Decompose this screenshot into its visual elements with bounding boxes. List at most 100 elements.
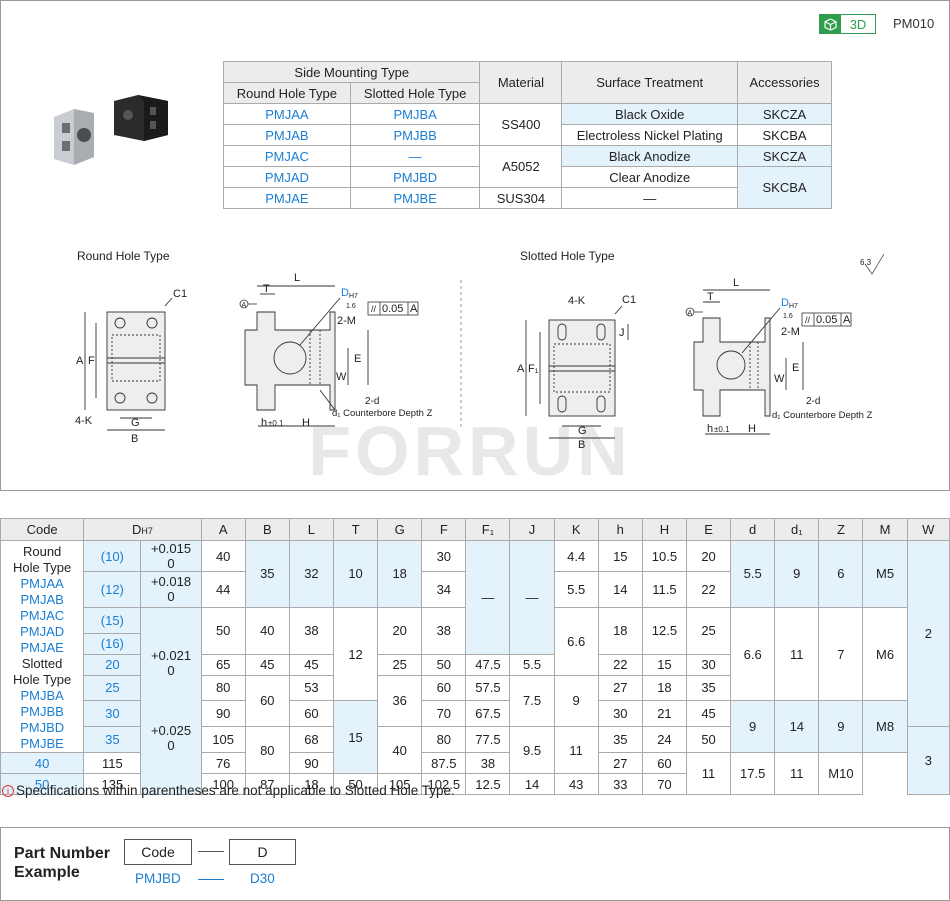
hdr-W: W: [906, 518, 950, 541]
hdr-T: T: [332, 518, 379, 541]
t-value: 15: [332, 700, 379, 774]
code-link-pmjbb[interactable]: PMJBB: [20, 704, 64, 719]
datum-marker-slot: A: [685, 307, 703, 317]
table-row: (15) +0.021 0+0.025 0 50 40 38 12 20 38 …: [1, 606, 950, 796]
d-value[interactable]: (12): [83, 571, 142, 608]
technical-drawings: FORRUN 6.3 A F 4-K G B C1: [75, 253, 885, 480]
dim-G-slot: G: [578, 425, 587, 437]
b-value: 80: [244, 726, 290, 774]
z-value: 9: [818, 700, 864, 753]
f-value: 30: [421, 540, 467, 572]
hh-value: 33: [597, 773, 643, 795]
tolerance-frame: // 0.05 A: [367, 301, 419, 316]
slotted-code-link[interactable]: PMJBB: [349, 124, 481, 146]
footnote-text: Specifications within parentheses are no…: [16, 783, 455, 798]
hdr-K: K: [553, 518, 599, 541]
b-value: 60: [244, 674, 290, 728]
tolerance-value-slot: 0.05: [816, 314, 837, 326]
dim-T: T: [263, 283, 270, 295]
k-value: 14: [509, 773, 555, 795]
d-value[interactable]: (10): [83, 540, 142, 572]
table-row: (12) +0.018 0 44 34 5.5 14 11.5 22: [1, 571, 950, 608]
3d-model-button[interactable]: 3D: [819, 14, 876, 34]
d-value[interactable]: 20: [83, 653, 142, 676]
a-value: 65: [200, 653, 246, 676]
surface-cell: —: [561, 187, 739, 209]
a-value: 135: [83, 773, 142, 795]
example-dash: [198, 879, 224, 880]
slotted-code-link[interactable]: PMJBE: [349, 187, 481, 209]
e-value: 25: [685, 606, 732, 655]
dim-L-slot: L: [733, 277, 739, 289]
datum-letter-slot: A: [688, 310, 693, 317]
k-value: 4.4: [553, 540, 599, 572]
d-value[interactable]: (15): [83, 606, 142, 634]
w-value: 2: [906, 539, 950, 728]
dim-H7-slot: H7: [789, 303, 798, 310]
hdr-Z: Z: [818, 518, 864, 541]
hdr-h: h: [597, 518, 643, 541]
h-value: 43: [553, 773, 599, 795]
code-link-pmjae[interactable]: PMJAE: [20, 640, 64, 655]
d-value[interactable]: 50: [0, 773, 85, 795]
round-label: Round: [22, 544, 62, 559]
round-code-link[interactable]: PMJAE: [223, 187, 351, 209]
example-d: D30: [250, 871, 275, 886]
dim-2d: 2-d: [365, 396, 379, 407]
dim-L: L: [294, 272, 300, 284]
round-code-link[interactable]: PMJAB: [223, 124, 351, 146]
d-value[interactable]: (16): [83, 632, 142, 655]
d1-value: 17.5: [730, 752, 776, 795]
d-value[interactable]: 40: [0, 752, 85, 774]
h-value: 22: [597, 653, 643, 676]
g-value: 50: [332, 773, 379, 795]
roughness-symbol: 6.3: [860, 253, 885, 275]
accessory-cell: SKCZA: [737, 145, 832, 167]
z-value: 11: [774, 752, 820, 795]
d-value[interactable]: 25: [83, 674, 142, 702]
code-link-pmjbd[interactable]: PMJBD: [20, 720, 65, 735]
dim-h-slot: h: [707, 423, 713, 435]
tol-value-025: +0.025 0: [150, 722, 192, 753]
hh-value: 11.5: [641, 571, 687, 608]
g-value: 40: [377, 726, 423, 774]
round-label-2: Hole Type: [12, 560, 72, 575]
code-link-pmjbe[interactable]: PMJBE: [20, 736, 64, 751]
a-value: 44: [200, 571, 246, 608]
m-value: M6: [862, 606, 908, 702]
slotted-code-link[interactable]: PMJBA: [349, 103, 481, 125]
round-code-link[interactable]: PMJAA: [223, 103, 351, 125]
silver-block: [54, 109, 94, 165]
hh-value: 24: [641, 726, 687, 753]
table-row: 35 105 80 68 40 80 77.5 9.5 11 35 24 50 …: [1, 726, 950, 795]
dim-A: A: [76, 355, 84, 367]
d-value[interactable]: 30: [83, 700, 142, 728]
slotted-side-view: [693, 289, 804, 435]
table-row: 30 90 60 15 70 67.5 30 21 45 9 14 9 M8: [1, 700, 950, 774]
d-value[interactable]: 35: [83, 726, 142, 753]
j-value: 7.5: [509, 674, 555, 728]
dim-h-tol-slot: ±0.1: [714, 425, 730, 434]
hh-value: 18: [641, 674, 687, 702]
code-link-pmjad[interactable]: PMJAD: [20, 624, 65, 639]
f-value: 38: [421, 606, 467, 655]
table-row: 20 65 45 45 25 50 47.5 5.5 22 15 30: [1, 653, 950, 676]
accessory-cell: SKCBA: [737, 124, 832, 146]
code-box: Code: [124, 839, 192, 865]
d-hole-value: 9: [730, 700, 776, 753]
h-value: 18: [597, 606, 643, 655]
dim-4K: 4-K: [75, 415, 93, 427]
svg-text://: //: [805, 315, 811, 325]
e-value: 35: [685, 674, 732, 702]
code-link-pmjac[interactable]: PMJAC: [20, 608, 65, 623]
round-code-link[interactable]: PMJAD: [223, 166, 351, 188]
slotted-code-link[interactable]: PMJBD: [349, 166, 481, 188]
code-link-pmjaa[interactable]: PMJAA: [20, 576, 64, 591]
code-link-pmjab[interactable]: PMJAB: [20, 592, 64, 607]
w-value: 3: [906, 726, 950, 795]
material-header: Material: [479, 61, 563, 104]
round-code-link[interactable]: PMJAC: [223, 145, 351, 167]
code-link-pmjba[interactable]: PMJBA: [20, 688, 64, 703]
material-cell: SS400: [479, 103, 563, 146]
dim-h: h: [261, 417, 267, 429]
